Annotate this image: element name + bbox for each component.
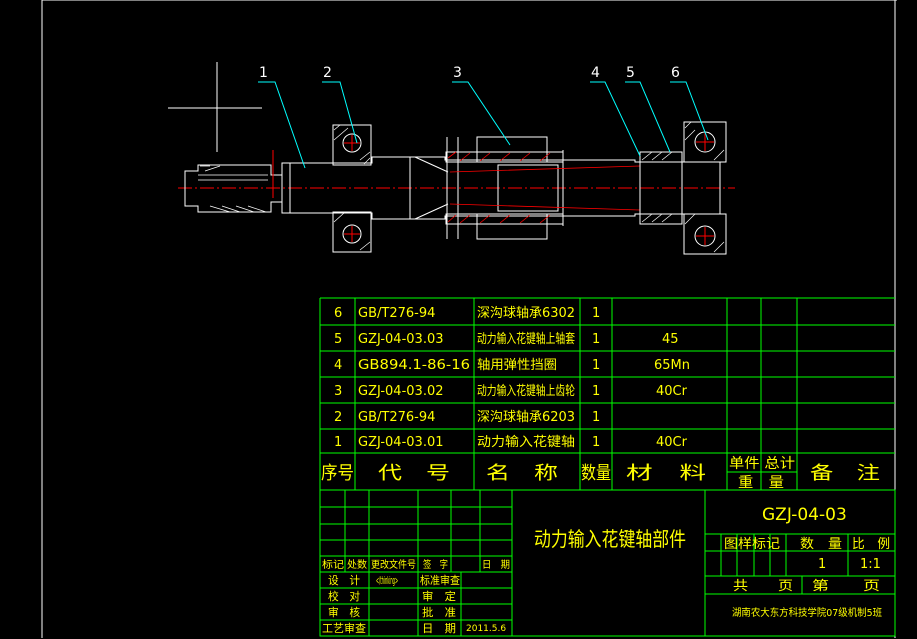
spline-hatch	[198, 165, 268, 213]
part-name: 动力输入花键轴上齿轮	[477, 383, 575, 399]
spline-internal	[449, 165, 641, 211]
part-no: 6	[334, 306, 342, 321]
leader-1	[258, 81, 306, 169]
balloon-3: 3	[453, 65, 462, 81]
part-material: 65Mn	[654, 358, 690, 373]
rev-header: 签 字	[423, 558, 448, 571]
leader-6	[670, 81, 709, 141]
sig-role2: 批 准	[422, 605, 456, 619]
leader-4	[590, 81, 641, 157]
sheets-total: 共 页	[733, 579, 793, 594]
balloon-labels: 1 2 3 4 5 6	[259, 65, 680, 81]
rev-header: 日 期	[482, 559, 510, 571]
part-code: GB/T276-94	[358, 306, 435, 321]
shaft-taper	[414, 156, 449, 220]
part-code: GB/T276-94	[358, 410, 435, 425]
scale-value: 1:1	[860, 557, 881, 572]
leaders	[258, 81, 709, 169]
header-weight-top: 单件 总计	[729, 456, 795, 472]
part-code: GZJ-04-03.03	[358, 332, 444, 347]
sig-role2: 日 期	[422, 622, 456, 635]
part-material: 45	[662, 332, 679, 347]
bushing	[639, 151, 683, 225]
header-material: 材 料	[626, 463, 706, 484]
sig-role: 校 对	[328, 589, 360, 603]
sig-role: 设 计	[328, 574, 360, 587]
part-name: 轴用弹性挡圈	[477, 358, 557, 373]
part-qty: 1	[592, 410, 600, 425]
balloon-2: 2	[323, 65, 332, 81]
stage-label: 图样标记	[724, 537, 780, 552]
part-qty: 1	[592, 384, 600, 399]
sig-role2: 审 定	[422, 589, 456, 603]
drawing-title: 动力输入花键轴部件	[534, 527, 686, 551]
shaft-body	[281, 156, 721, 220]
part-code: GB894.1-86-16	[358, 358, 470, 373]
school-name: 湖南农大东方科技学院07级机制5班	[732, 606, 882, 619]
sig-date: 2011.5.6	[466, 624, 506, 634]
part-code: GZJ-04-03.02	[358, 384, 444, 399]
balloon-5: 5	[626, 65, 635, 81]
assembly-view: 1 2 3 4 5 6	[168, 62, 735, 255]
rev-header: 标记	[322, 559, 344, 571]
header-name: 名 称	[486, 463, 558, 484]
sheet-number: 第 页	[812, 579, 880, 594]
sig-role: 审 核	[328, 605, 360, 619]
part-name: 深沟球轴承6302	[477, 306, 575, 321]
leader-5	[625, 81, 671, 153]
part-qty: 1	[592, 306, 600, 321]
part-no: 2	[334, 410, 342, 425]
bearing-left	[332, 124, 372, 253]
header-remark: 备 注	[810, 463, 880, 484]
part-code: GZJ-04-03.01	[358, 435, 444, 450]
part-qty: 1	[592, 358, 600, 373]
part-no: 3	[334, 384, 342, 399]
parts-header: 序号 代 号 名 称 数量 材 料 单件 总计 重 量 备 注	[321, 456, 880, 491]
leader-3	[452, 81, 511, 146]
sig-role: 工艺审查	[322, 621, 366, 635]
part-name: 动力输入花键轴	[477, 434, 575, 450]
bearing-right	[683, 121, 727, 255]
part-qty: 1	[592, 435, 600, 450]
header-no: 序号	[321, 463, 354, 484]
quantity-value: 1	[818, 557, 826, 572]
balloon-4: 4	[591, 65, 600, 81]
title-block-text: 动力输入花键轴部件 GZJ-04-03 图样标记 数 量 比 例 1 1:1 共…	[322, 505, 890, 635]
part-material: 40Cr	[656, 435, 688, 450]
header-code: 代 号	[378, 463, 450, 484]
leader-2	[322, 81, 358, 144]
header-weight-bottom: 重 量	[738, 475, 784, 491]
part-qty: 1	[592, 332, 600, 347]
part-no: 1	[334, 435, 342, 450]
part-name: 深沟球轴承6203	[477, 410, 575, 425]
balloon-6: 6	[671, 65, 680, 81]
title-block-lines	[319, 489, 896, 637]
sig-role2: 标准审查	[420, 573, 460, 587]
part-no: 4	[334, 358, 342, 373]
rev-header: 更改文件号	[371, 558, 416, 571]
header-qty: 数量	[581, 463, 611, 484]
gear-sleeve	[445, 136, 564, 240]
parts-rows: 6 GB/T276-94 深沟球轴承6302 1 5 GZJ-04-03.03 …	[334, 306, 690, 450]
scale-label: 比 例	[852, 537, 890, 552]
part-name: 动力输入花键轴上轴套	[477, 331, 575, 347]
rev-header: 处数	[347, 558, 367, 571]
bushing-hatch	[641, 151, 673, 223]
weight-label: 数 量	[800, 537, 842, 552]
balloon-1: 1	[259, 65, 268, 81]
part-material: 40Cr	[656, 384, 688, 399]
drawing-code: GZJ-04-03	[762, 505, 847, 525]
part-no: 5	[334, 332, 342, 347]
sig-name: </thinking>	[376, 574, 398, 587]
